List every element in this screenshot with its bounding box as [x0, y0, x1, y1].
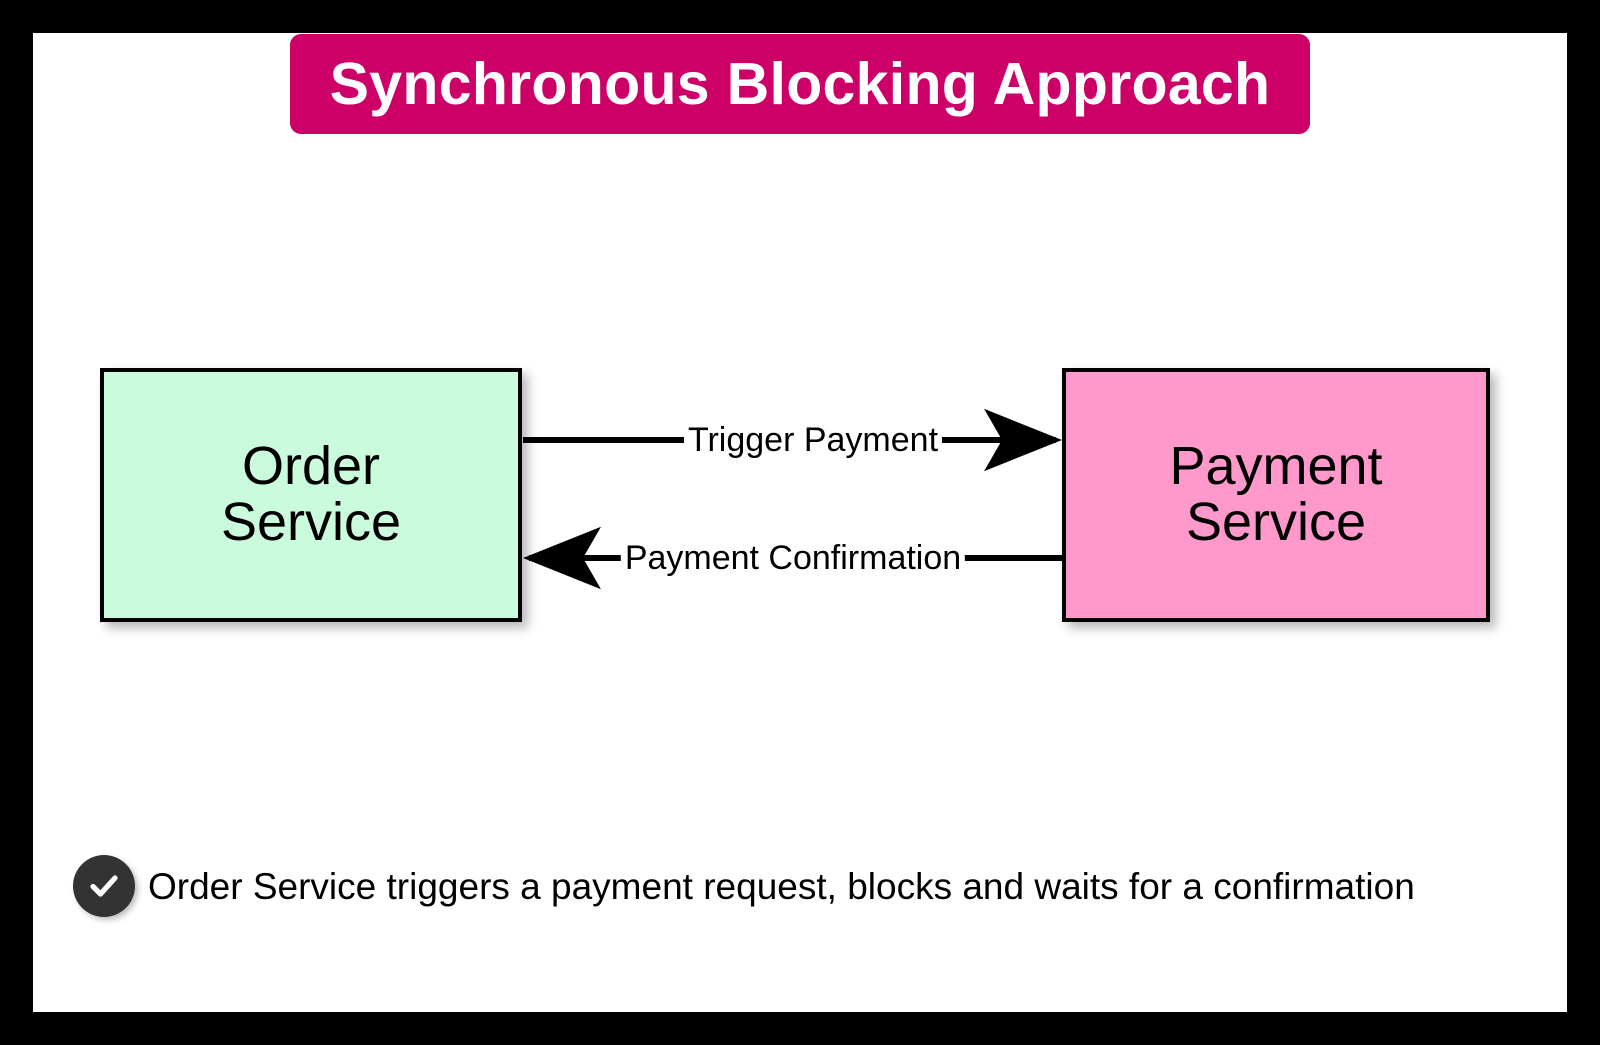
- title-banner: Synchronous Blocking Approach: [290, 34, 1310, 134]
- page-title: Synchronous Blocking Approach: [329, 50, 1271, 117]
- edge-label-payment-confirmation: Payment Confirmation: [620, 541, 966, 575]
- node-payment-service[interactable]: Payment Service: [1062, 368, 1490, 622]
- node-payment-service-label: Payment Service: [1169, 436, 1383, 552]
- check-circle-icon: [73, 855, 135, 917]
- footer-note-text: Order Service triggers a payment request…: [148, 865, 1415, 907]
- node-order-service-label: Order Service: [220, 436, 402, 552]
- edge-label-trigger-payment: Trigger Payment: [683, 423, 943, 457]
- node-order-service[interactable]: Order Service: [100, 368, 522, 622]
- footer-note: Order Service triggers a payment request…: [73, 855, 1415, 917]
- diagram-canvas: Synchronous Blocking Approach Trigger Pa…: [33, 33, 1567, 1012]
